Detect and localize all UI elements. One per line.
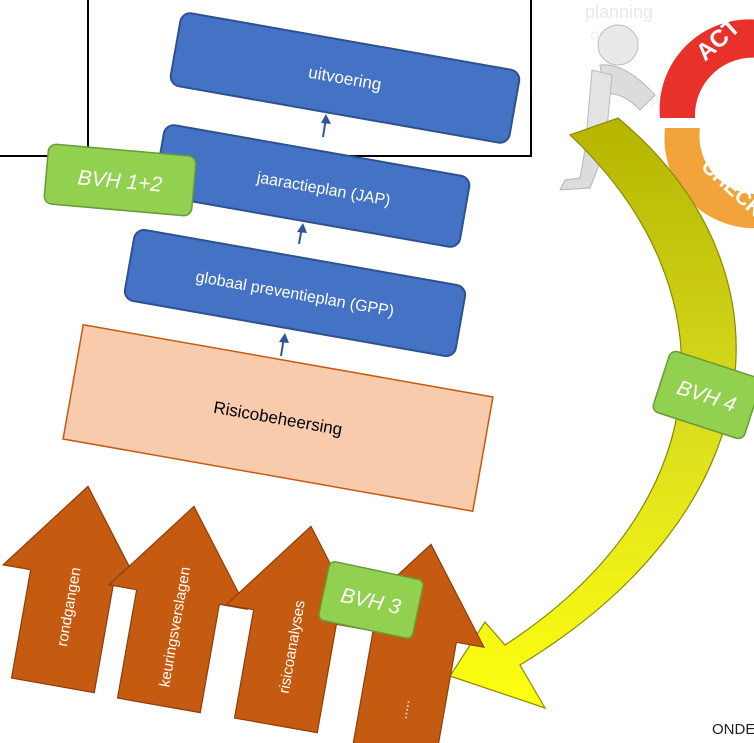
arrowhead-2 bbox=[297, 223, 307, 233]
badge-bvh-1-2: BVH 1+2 bbox=[43, 143, 197, 217]
input-arrow-rondgangen: rondgangen bbox=[1, 485, 143, 694]
arrowhead-3 bbox=[279, 333, 289, 343]
svg-text:planning: planning bbox=[585, 2, 653, 22]
badge-bvh-3: BVH 3 bbox=[318, 561, 424, 639]
footer-text: ONDE bbox=[712, 721, 754, 738]
input-arrow-more: ..... bbox=[344, 543, 486, 743]
input-label-more: ..... bbox=[393, 698, 412, 720]
cycle-arrow bbox=[449, 117, 737, 710]
step-gpp: globaal preventieplan (GPP) bbox=[123, 228, 467, 358]
input-arrow-keuringsverslagen: keuringsverslagen bbox=[107, 505, 249, 714]
step-risicobeheersing: Risicobeheersing bbox=[62, 323, 494, 513]
step-uitvoering: uitvoering bbox=[169, 12, 521, 144]
arrowhead-1 bbox=[321, 114, 331, 124]
step-jap: jaaractieplan (JAP) bbox=[153, 124, 471, 248]
badge-bvh-4: BVH 4 bbox=[652, 350, 754, 440]
